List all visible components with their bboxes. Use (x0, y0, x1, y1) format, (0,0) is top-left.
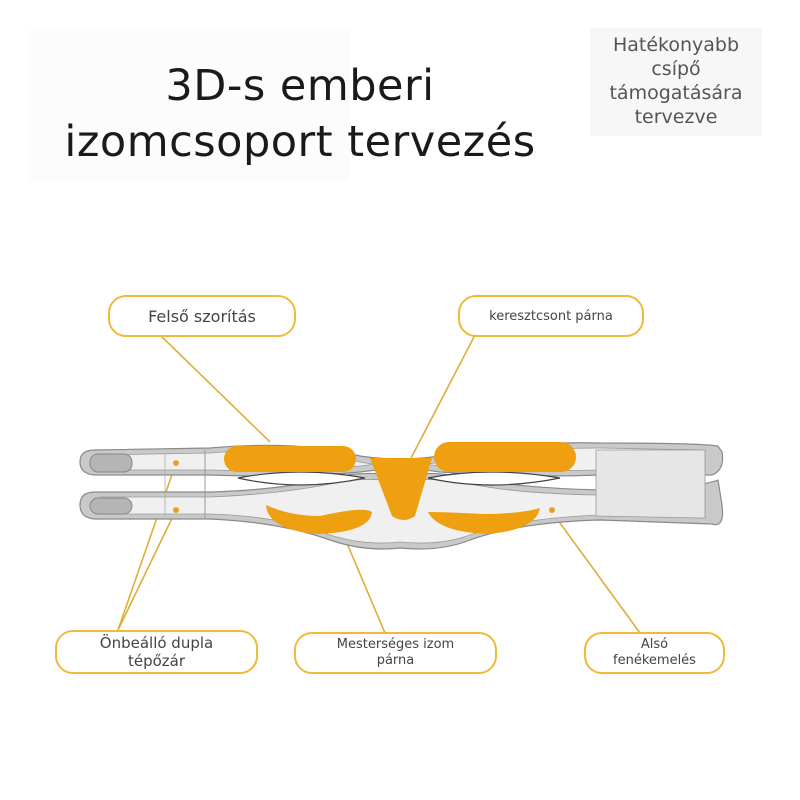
title-line-1: 3D-s emberi (165, 61, 435, 111)
callout-label-line-1: Alsó (640, 637, 669, 652)
subtitle-background (590, 28, 762, 136)
title-background (28, 30, 350, 182)
callout-upper-compression: Felső szorítás (108, 295, 296, 337)
lower-right-pad (428, 508, 540, 534)
subtitle-line-2: csípő (651, 58, 701, 80)
lower-left-pad (266, 505, 372, 534)
subtitle-line-1: Hatékonyabb (612, 34, 740, 56)
upper-right-pad (434, 442, 576, 472)
sacrum-pad (370, 458, 432, 520)
callout-label: Felső szorítás (148, 306, 256, 326)
callout-label: keresztcsont párna (489, 308, 613, 324)
upper-left-pad (224, 446, 356, 472)
callout-velcro: Önbeálló dupla tépőzár (55, 630, 258, 674)
subtitle: Hatékonyabb csípő támogatására tervezve (590, 33, 762, 129)
callout-label-line-1: Mesterséges izom (336, 637, 455, 652)
callout-label-line-1: Önbeálló dupla (99, 634, 214, 652)
callout-label-line-2: tépőzár (127, 652, 186, 670)
callout-label-line-2: fenékemelés (613, 653, 696, 668)
subtitle-line-3: támogatására (609, 82, 743, 104)
pads (224, 442, 576, 534)
page-title: 3D-s emberi izomcsoport tervezés (20, 58, 580, 170)
subtitle-line-4: tervezve (634, 106, 718, 128)
callout-artificial-muscle-pad: Mesterséges izom párna (294, 632, 497, 674)
callout-lower-lift: Alsó fenékemelés (584, 632, 725, 674)
marker-dots (173, 460, 555, 513)
callout-label-line-2: párna (376, 653, 415, 668)
callout-sacrum-pad: keresztcsont párna (458, 295, 644, 337)
title-line-2: izomcsoport tervezés (64, 117, 536, 167)
